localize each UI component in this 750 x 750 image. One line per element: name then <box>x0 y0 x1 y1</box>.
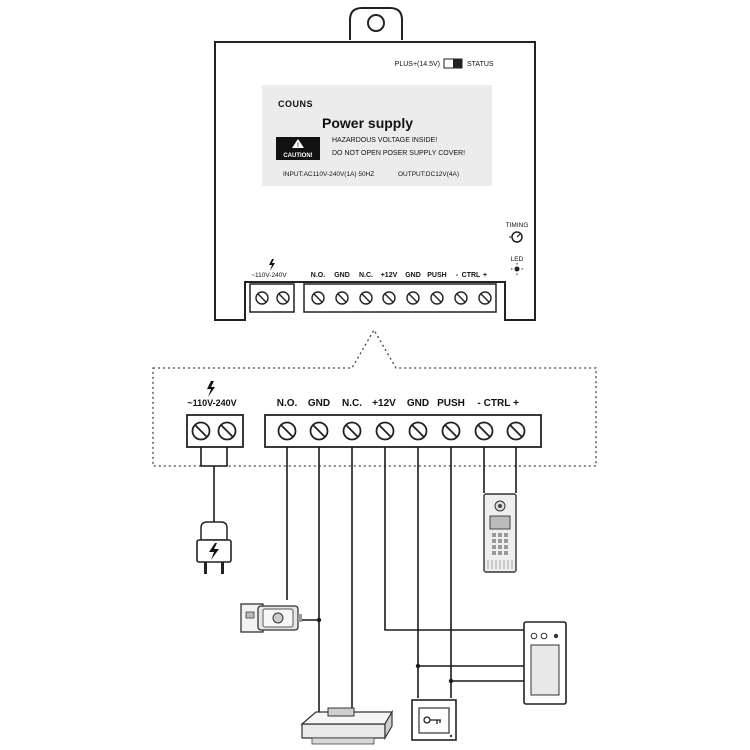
dev-term-12v: +12V <box>381 272 398 279</box>
zoom-term-minus: - <box>477 398 480 409</box>
zoom-term-push: PUSH <box>437 398 465 409</box>
dev-term-minus: - <box>456 272 459 279</box>
warning-1: HAZARDOUS VOLTAGE INSIDE! <box>332 137 437 144</box>
device-terminal-screw <box>430 291 444 305</box>
device-terminal-screw <box>454 291 468 305</box>
switch-knob <box>453 59 462 68</box>
plus-switch-label: PLUS+(14.5V) <box>395 61 440 68</box>
power-supply-device: PLUS+(14.5V) STATUS COUNS Power supply !… <box>214 7 536 321</box>
zoom-terminal-screw <box>277 421 297 441</box>
lightning-icon-large <box>207 381 215 397</box>
dev-term-plus: + <box>483 272 487 279</box>
dev-term-no: N.O. <box>311 272 325 279</box>
electric-bolt-icon <box>300 707 394 745</box>
dev-term-nc: N.C. <box>359 272 373 279</box>
device-title: Power supply <box>322 115 413 131</box>
indoor-monitor-icon <box>523 621 567 705</box>
zoom-term-gnd2: GND <box>407 398 429 409</box>
zoom-ac-label: ~110V-240V <box>187 398 236 408</box>
electric-lock-icon <box>240 603 302 633</box>
keypad-key <box>498 539 502 543</box>
warning-2: DO NOT OPEN POSER SUPPLY COVER! <box>332 150 465 157</box>
wire-12v <box>384 447 524 631</box>
dev-term-ctrl: CTRL <box>462 272 481 279</box>
status-label: STATUS <box>467 61 494 68</box>
wire-junctions <box>316 617 454 684</box>
label-plate <box>262 85 492 186</box>
keypad-key <box>492 551 496 555</box>
mounting-hole <box>367 14 385 32</box>
keypad-key <box>504 539 508 543</box>
device-terminal-screw <box>478 291 492 305</box>
keypad-key <box>492 545 496 549</box>
input-spec: INPUT:AC110V-240V(1A) 50HZ <box>283 171 374 178</box>
keypad-key <box>498 551 502 555</box>
zoom-term-nc: N.C. <box>342 398 362 409</box>
timing-knob-icon[interactable] <box>509 231 523 243</box>
exit-button-icon <box>411 699 457 741</box>
keypad-key <box>498 533 502 537</box>
device-terminal-screw <box>382 291 396 305</box>
zoom-screws <box>191 421 526 441</box>
zoom-term-no: N.O. <box>277 398 298 409</box>
brand-logo: COUNS <box>278 99 313 109</box>
keypad-key <box>504 551 508 555</box>
zoom-terminal-screw <box>309 421 329 441</box>
caution-sign: ! CAUTION! <box>276 137 320 160</box>
zoom-term-plus: + <box>513 398 519 409</box>
zoom-terminal-screw <box>375 421 395 441</box>
svg-text:!: ! <box>297 143 299 149</box>
lightning-icon-small <box>269 259 275 271</box>
device-terminal-screw <box>406 291 420 305</box>
zoom-terminal-screw <box>441 421 461 441</box>
zoom-term-12v: +12V <box>372 398 396 409</box>
zoom-terminal-block <box>264 414 542 448</box>
zoom-terminal-screw <box>342 421 362 441</box>
zoom-term-gnd1: GND <box>308 398 330 409</box>
zoom-ac-screw <box>191 421 211 441</box>
zoom-terminal-screw <box>474 421 494 441</box>
keypad-key <box>498 545 502 549</box>
dev-term-gnd2: GND <box>405 272 421 279</box>
device-terminal-screw <box>335 291 349 305</box>
device-ac-screw <box>276 291 290 305</box>
zoom-ac-screw <box>217 421 237 441</box>
zoom-term-ctrl: CTRL <box>484 398 511 409</box>
zoom-terminal-screw <box>506 421 526 441</box>
device-terminal-screw <box>359 291 373 305</box>
keypad-key <box>504 545 508 549</box>
keypad-key <box>504 533 508 537</box>
ac-plug-icon <box>196 521 232 574</box>
outdoor-camera-icon <box>483 493 517 573</box>
dev-term-gnd1: GND <box>334 272 350 279</box>
zoom-terminal-screw <box>408 421 428 441</box>
wires <box>200 447 524 722</box>
led-icon <box>511 263 523 275</box>
device-terminal-screw <box>311 291 325 305</box>
device-ac-screw <box>255 291 269 305</box>
device-screws <box>255 291 492 305</box>
led-label: LED <box>511 256 524 263</box>
output-spec: OUTPUT:DC12V(4A) <box>398 171 459 178</box>
zoom-callout-outline <box>152 328 597 467</box>
dev-term-push: PUSH <box>427 272 446 279</box>
device-ac-label: ~110V-240V <box>251 272 287 279</box>
keypad-key <box>492 539 496 543</box>
timing-label: TIMING <box>506 222 529 229</box>
wire-ac <box>200 447 228 467</box>
caution-label: CAUTION! <box>283 153 312 159</box>
keypad-key <box>492 533 496 537</box>
